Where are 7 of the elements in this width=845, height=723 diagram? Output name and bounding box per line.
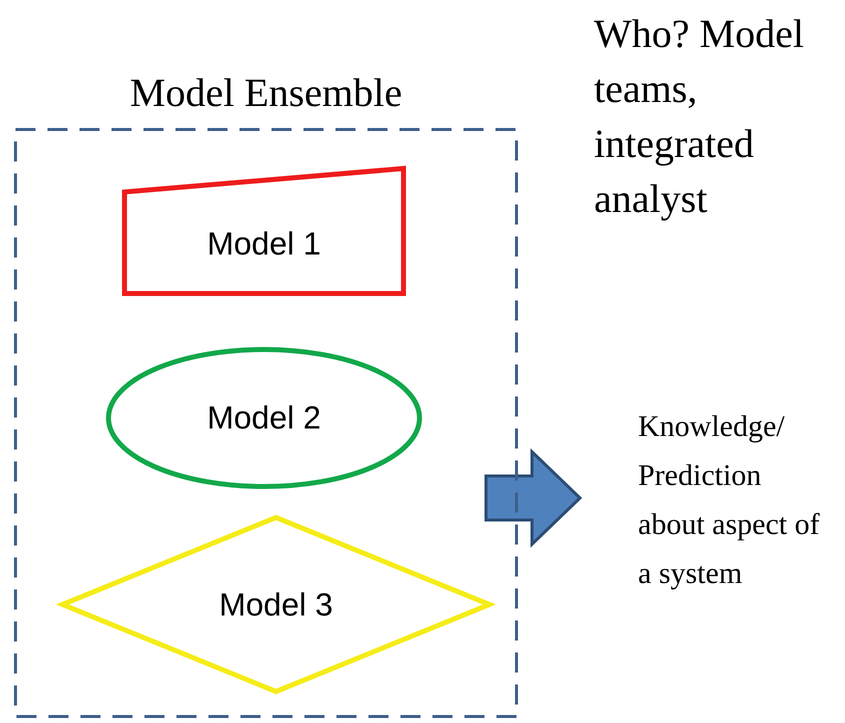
output-text: Knowledge/ Prediction about aspect of a system: [638, 409, 821, 592]
model-label: Model 1: [206, 226, 322, 262]
note-text: Who? Model teams, integrated analyst: [594, 10, 805, 223]
block-arrow: [484, 448, 582, 548]
group-heading: Model Ensemble: [128, 70, 404, 116]
model-label: Model 2: [206, 400, 322, 436]
model-label: Model 3: [218, 586, 334, 623]
